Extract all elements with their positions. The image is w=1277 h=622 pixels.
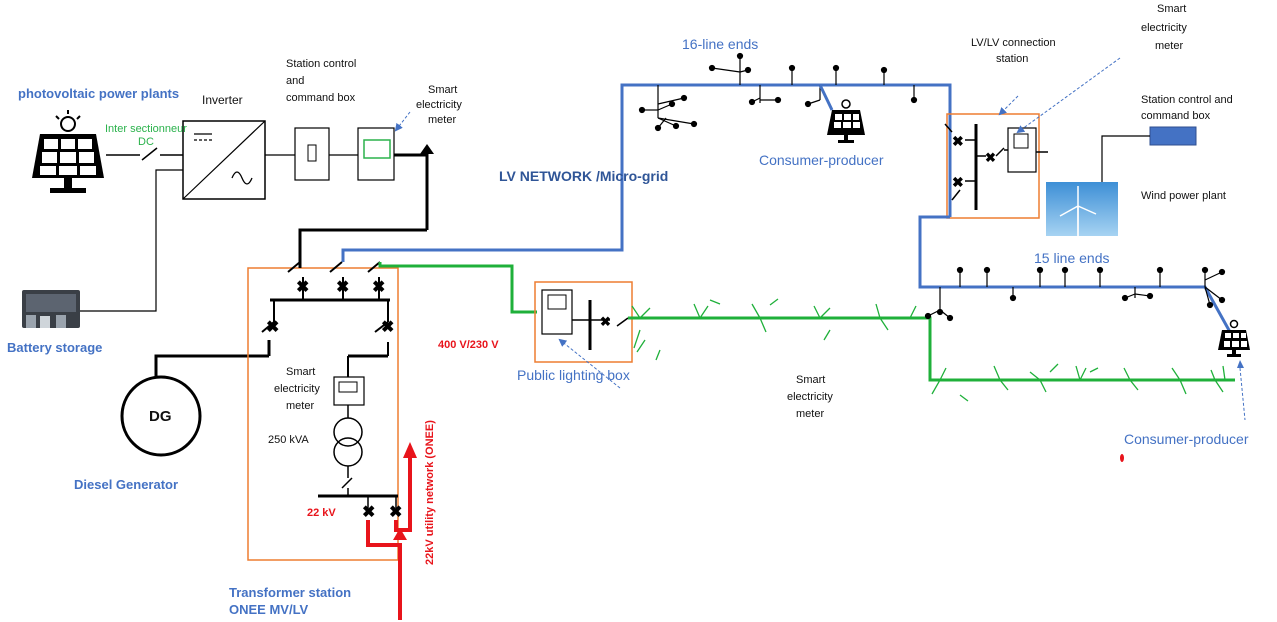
wind-turbine-image [1046,182,1118,236]
inverter-box [183,121,265,199]
battery-storage-label: Battery storage [7,340,102,356]
station-control-label-3: command box [286,92,355,106]
kva-label: 250 kVA [268,434,309,448]
dc-label: DC [138,136,154,150]
consumer-producer-solar-icon-bottom [1218,321,1250,358]
solar-panel-icon [32,110,104,193]
smart-meter-mid-label-2: electricity [787,391,833,405]
kv22-label: 22 kV [307,507,336,521]
voltage-400-label: 400 V/230 V [438,339,499,353]
dc-switch [106,148,183,160]
smart-meter-right-label-3: meter [1155,40,1183,54]
smart-meter-top-label-3: meter [428,114,456,128]
transformer-station-label-2: ONEE MV/LV [229,602,308,618]
consumer-producer-solar-icon-top [827,100,865,143]
line-end-branches-15 [926,268,1225,321]
diesel-generator-label: Diesel Generator [74,477,178,493]
dg-label: DG [149,408,172,427]
svg-text:✖: ✖ [372,279,385,296]
line-end-branches-16 [640,54,917,131]
svg-text:✖: ✖ [296,279,309,296]
lvlv-label-2: station [996,53,1028,67]
red-marker [1120,454,1124,462]
smart-meter-mid-label-1: Smart [796,374,825,388]
line-ends-16-label: 16-line ends [682,36,758,54]
smart-meter-mid-label-3: meter [796,408,824,422]
smart-meter-right-label-2: electricity [1141,22,1187,36]
svg-text:✖: ✖ [381,319,394,336]
wind-power-plant-label: Wind power plant [1141,190,1226,204]
smart-meter-trans-label-2: electricity [274,383,320,397]
station-control-box-right [1150,127,1196,145]
smart-meter-trans-label-3: meter [286,400,314,414]
station-control-right-label-1: Station control and [1141,94,1233,108]
station-control-box [295,128,329,180]
lvlv-label-1: LV/LV connection [971,37,1056,51]
svg-text:✖: ✖ [985,150,996,165]
svg-text:✖: ✖ [952,133,964,149]
lv-network-label: LV NETWORK /Micro-grid [499,168,668,186]
line-ends-15-label: 15 line ends [1034,250,1110,268]
smart-meter-transformer [334,377,364,405]
station-control-right-label-2: command box [1141,110,1210,124]
smart-meter-top-label-1: Smart [428,84,457,98]
public-lighting-label: Public lighting box [517,367,630,385]
pv-plants-label: photovoltaic power plants [18,86,179,102]
consumer-producer-bottom-label: Consumer-producer [1124,431,1249,449]
inter-sectionneur-label: Inter sectionneur [105,123,187,137]
consumer-producer-top-label: Consumer-producer [759,152,884,170]
svg-text:✖: ✖ [600,314,611,329]
svg-text:✖: ✖ [336,279,349,296]
utility-network-label: 22kV utility network (ONEE) [424,420,438,565]
transformer-station-label-1: Transformer station [229,585,351,601]
battery-icon [22,290,80,328]
smart-meter-trans-label-1: Smart [286,366,315,380]
svg-text:✖: ✖ [266,319,279,336]
svg-text:✖: ✖ [952,174,964,190]
station-control-label-2: and [286,75,304,89]
station-control-label-1: Station control [286,58,356,72]
inverter-label: Inverter [202,93,243,108]
smart-meter-top-label-2: electricity [416,99,462,113]
smart-meter-top [358,128,394,180]
transformer-coils-icon [334,418,362,466]
public-lighting-line [628,318,1235,380]
smart-meter-right-label-1: Smart [1157,3,1186,17]
